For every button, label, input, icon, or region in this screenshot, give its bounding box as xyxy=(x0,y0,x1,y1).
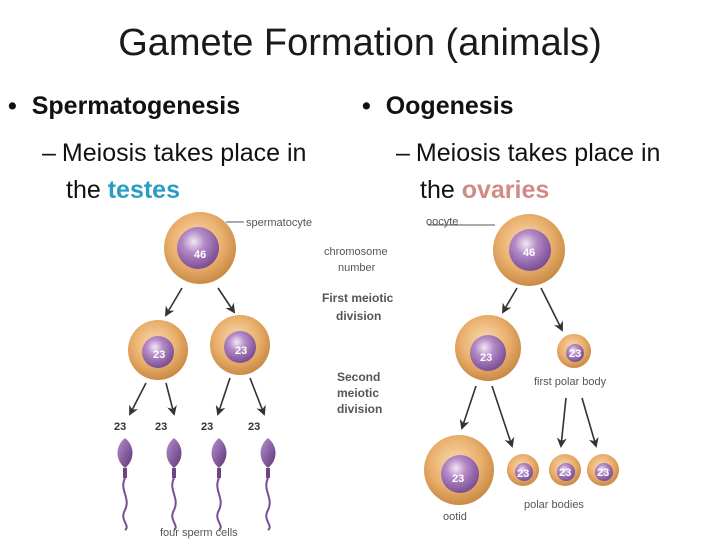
arrow-polar-split-right xyxy=(581,397,599,448)
spermatocyte-cell xyxy=(164,212,236,284)
polar-body xyxy=(549,454,581,486)
arrow-second-4 xyxy=(249,377,266,416)
sperm-cell xyxy=(117,438,133,531)
arrow-polar-split-left xyxy=(556,397,567,448)
oogenesis-heading: Oogenesis xyxy=(385,92,514,120)
sperm-number: 23 xyxy=(155,421,167,433)
arrow-oocyte-polar xyxy=(491,385,515,448)
polar-body-number: 23 xyxy=(597,467,609,479)
oocyte-label: oocyte xyxy=(426,216,458,228)
sperm-cell xyxy=(211,438,227,531)
arrow-second-3 xyxy=(215,377,231,416)
page-title: Gamete Formation (animals) xyxy=(118,22,602,64)
first-polar-label: first polar body xyxy=(534,376,607,388)
meiosis-location-text: Meiosis takes place in xyxy=(61,139,307,167)
dash: – xyxy=(396,139,410,167)
dash: – xyxy=(42,139,56,167)
secondary-oocyte-number: 23 xyxy=(480,352,492,364)
ovaries-word: ovaries xyxy=(461,176,550,204)
spermatogenesis-heading: Spermatogenesis xyxy=(31,92,241,120)
arrow-oocyte-left xyxy=(501,287,518,314)
oocyte-cell xyxy=(493,214,565,286)
arrow-first-right xyxy=(217,287,236,314)
spermatogenesis-bullet: • Spermatogenesis xyxy=(8,92,240,121)
sperm-number: 23 xyxy=(201,421,213,433)
number-label: number xyxy=(338,262,376,274)
polar-bodies-label: polar bodies xyxy=(524,499,584,511)
the-word: the xyxy=(420,176,455,204)
four-sperm-label: four sperm cells xyxy=(160,527,238,539)
secondary-number-left: 23 xyxy=(153,349,165,361)
second-label: Second xyxy=(337,370,380,384)
ootid-cell xyxy=(424,435,494,505)
spermatocyte-number: 46 xyxy=(194,249,206,261)
arrow-second-2 xyxy=(165,382,177,416)
polar-body-number: 23 xyxy=(559,467,571,479)
bullet-dot: • xyxy=(8,92,17,120)
spermatocyte-label: spermatocyte xyxy=(246,217,312,229)
oogenesis-subpoint: –Meiosis takes place in the ovaries xyxy=(396,135,660,209)
ootid-label: ootid xyxy=(443,511,467,523)
bullet-dot: • xyxy=(362,92,371,120)
arrow-oocyte-ootid xyxy=(459,385,477,430)
ootid-number: 23 xyxy=(452,473,464,485)
first-division-label: division xyxy=(336,309,381,323)
secondary-number-right: 23 xyxy=(235,345,247,357)
testes-word: testes xyxy=(107,176,180,204)
secondary-oocyte xyxy=(455,315,521,381)
second-division-label: division xyxy=(337,402,382,416)
polar-body xyxy=(587,454,619,486)
meiotic-label: meiotic xyxy=(337,386,379,400)
sperm-cell xyxy=(260,438,276,531)
the-word: the xyxy=(66,176,101,204)
sperm-cell xyxy=(166,438,182,531)
arrow-first-left xyxy=(164,287,183,317)
meiosis-location-text: Meiosis takes place in xyxy=(415,139,661,167)
secondary-spermatocyte-right xyxy=(210,315,270,375)
first-polar-body xyxy=(557,334,591,368)
spermatogenesis-subpoint: –Meiosis takes place in the testes xyxy=(42,135,306,209)
first-polar-number: 23 xyxy=(569,348,581,360)
secondary-spermatocyte-left xyxy=(128,320,188,380)
polar-body xyxy=(507,454,539,486)
oogenesis-bullet: • Oogenesis xyxy=(362,92,514,121)
sperm-number: 23 xyxy=(114,421,126,433)
arrow-second-1 xyxy=(129,382,147,416)
sperm-number: 23 xyxy=(248,421,260,433)
oocyte-number: 46 xyxy=(523,247,535,259)
arrow-oocyte-right xyxy=(540,287,563,332)
polar-body-number: 23 xyxy=(517,468,529,480)
first-meiotic-label: First meiotic xyxy=(322,291,394,305)
chromosome-label: chromosome xyxy=(324,246,388,258)
